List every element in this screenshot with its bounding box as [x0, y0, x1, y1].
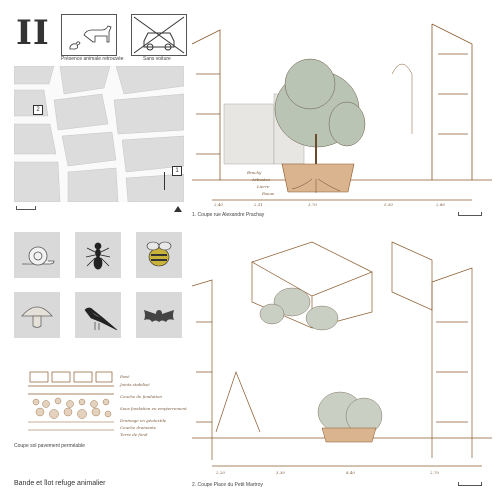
street-section-sketch	[191, 23, 492, 201]
mushroom-icon	[21, 306, 53, 328]
animal-presence-icon-box	[61, 14, 117, 56]
animal-presence-caption: Présence animale retrouvée	[61, 56, 124, 62]
section-2-drawing	[191, 222, 492, 482]
soil-layers-sketch	[28, 371, 114, 431]
section-line-1	[164, 172, 165, 190]
section-1-annotation-2: Arbustes	[252, 177, 271, 182]
soil-caption: Coupe sol pavement perméable	[14, 443, 85, 449]
map-blocks	[13, 65, 185, 203]
section-1-drawing	[191, 14, 492, 214]
soil-label-2: Joints stabilisé	[120, 382, 150, 387]
ant-icon	[85, 242, 111, 270]
city-map	[13, 65, 185, 203]
section-2-dim-3: 8,40	[346, 470, 355, 475]
magpie-icon	[84, 307, 118, 331]
bat-icon	[144, 310, 174, 322]
bee-icon	[146, 241, 172, 267]
snail-tile	[14, 232, 60, 278]
north-arrow-icon	[174, 206, 182, 212]
section-2-scale-bar	[458, 482, 482, 486]
cow-duck-icon	[69, 25, 112, 50]
section-1-caption: 1. Coupe rue Alexandre Prachay	[192, 212, 265, 218]
map-marker-2: 2	[33, 105, 43, 115]
section-2-dim-2: 3,30	[276, 470, 285, 475]
mushroom-tile	[14, 292, 60, 338]
soil-label-6: Couche drainante	[120, 425, 157, 430]
section-1-dim-5: 2,80	[436, 202, 445, 207]
section-1-dim-2: 2,51	[254, 202, 263, 207]
map-scale-bar	[16, 206, 36, 210]
section-1-dim-4: 5,50	[384, 202, 393, 207]
no-car-caption: Sans voiture	[143, 56, 171, 62]
bee-tile	[136, 232, 182, 278]
ant-tile	[75, 232, 121, 278]
soil-label-3: Couche de fondation	[120, 394, 162, 399]
soil-section-drawing	[14, 368, 114, 438]
section-2-dim-1: 2,20	[216, 470, 225, 475]
section-2-dim-4: 2,70	[430, 470, 439, 475]
section-1-dim-3: 3,70	[308, 202, 317, 207]
no-car-icon-box	[131, 14, 187, 56]
section-1-annotation-1: Brachy	[247, 170, 262, 175]
crossed-car-icon	[133, 16, 185, 54]
panel-title: Bande et îlot refuge animalier	[14, 480, 106, 487]
square-section-sketch	[191, 241, 492, 467]
section-1-annotation-3: Lierre	[257, 184, 270, 189]
map-marker-1: 1	[172, 166, 182, 176]
section-number: II	[16, 13, 50, 53]
section-1-annotation-4: Faune	[262, 191, 275, 196]
soil-label-5: Drainage en géotextile	[120, 418, 167, 423]
section-1-dim-1: 2,40	[214, 202, 223, 207]
bat-tile	[136, 292, 182, 338]
magpie-tile	[75, 292, 121, 338]
snail-icon	[22, 246, 55, 266]
soil-label-4: Sous fondation en empierrement	[120, 406, 187, 411]
section-2-caption: 2. Coupe Place du Petit Martroy	[192, 482, 263, 488]
soil-label-1: Pavé	[120, 374, 130, 379]
soil-label-7: Terre de fond	[120, 432, 148, 437]
section-1-scale-bar	[458, 212, 482, 216]
